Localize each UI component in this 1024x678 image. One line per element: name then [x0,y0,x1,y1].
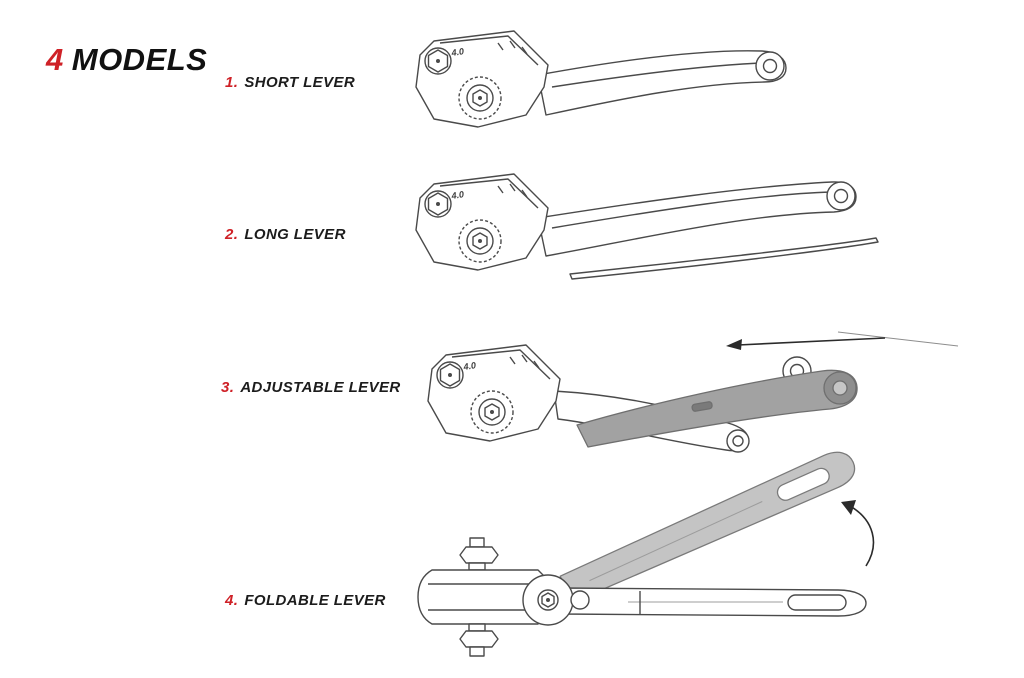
model-name: SHORT LEVER [244,74,356,91]
lever-end-ring [826,181,856,211]
model-name: FOLDABLE LEVER [244,592,386,609]
lever-body [415,30,549,128]
adjuster-dial [458,219,502,263]
lever-pivot-bolt [424,47,452,75]
model-name: ADJUSTABLE LEVER [240,379,401,396]
lever-body [415,173,549,271]
dial-value-text: 4.0 [450,46,465,58]
lever-pivot-bolt [424,190,452,218]
short-lever-drawing: 4.0 [415,30,787,128]
title-number: 4 [46,42,64,77]
motion-trace-line [837,331,959,347]
foldable-lever-drawing [417,451,875,657]
adjustable-lever-drawing: 4.0 [427,331,959,453]
fold-pivot [522,574,590,626]
model-number: 1. [225,74,239,91]
adjuster-dial [470,390,514,434]
model-name: LONG LEVER [244,226,346,243]
long-lever-drawing: 4.0 [415,173,879,280]
lever-blade [560,587,867,617]
dial-value-text: 4.0 [450,189,465,201]
lever-body [427,344,561,442]
dial-value-text: 4.0 [462,360,477,372]
model-label-adjustable: 3. ADJUSTABLE LEVER [221,379,401,396]
model-number: 3. [221,379,235,396]
lever-blade [537,50,787,116]
fold-direction-arrow [841,500,875,567]
adjust-direction-arrow [726,337,886,350]
foldable-lever-illustration [398,448,890,666]
clamp-bolt-bottom [459,623,499,657]
model-label-foldable: 4. FOLDABLE LEVER [225,592,386,609]
model-label-short: 1. SHORT LEVER [225,74,355,91]
clamp-bolt-top [459,537,499,571]
title-word: MODELS [71,42,208,77]
folded-blade [559,451,856,604]
shaded-adjusted-blade [576,369,858,448]
long-lever-illustration: 4.0 [380,162,890,307]
model-number: 4. [225,592,239,609]
handlebar-clamp [417,537,551,657]
lever-pivot-bolt [436,361,464,389]
blade-lower-edge [569,237,879,280]
short-lever-illustration: 4.0 [380,25,820,150]
adjuster-dial [458,76,502,120]
model-label-long: 2. LONG LEVER [225,226,346,243]
model-number: 2. [225,226,239,243]
adjustable-lever-illustration: 4.0 [392,315,972,465]
lever-end-ring [726,429,750,453]
lever-blade [537,181,857,257]
lever-end-ring [755,51,785,81]
